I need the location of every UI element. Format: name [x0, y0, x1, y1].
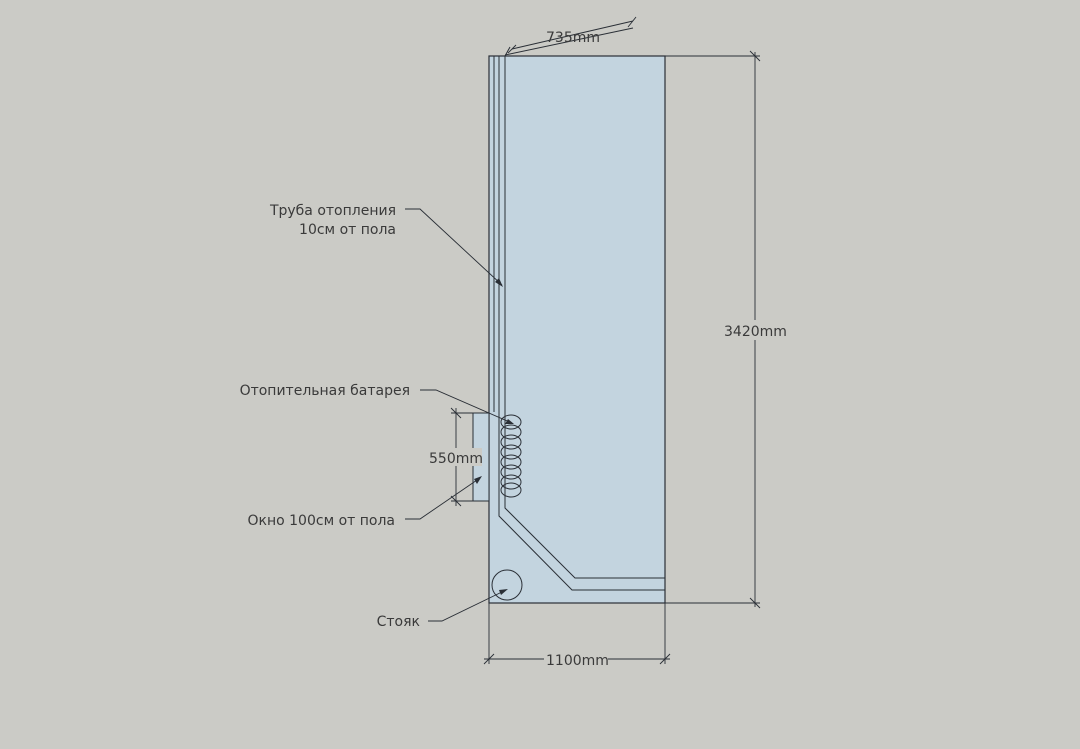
- annotation-pipe-arrow: [495, 278, 503, 287]
- dimension-depth-tick: [627, 16, 637, 28]
- dimension-width-label-bg: [544, 650, 608, 668]
- annotation-window: Окно 100см от пола: [248, 476, 482, 529]
- annotation-riser-leader: [428, 589, 507, 622]
- radiator-coil: [500, 454, 522, 470]
- annotation-window-arrow: [474, 476, 482, 484]
- annotation-window-leader: [405, 477, 481, 520]
- radiator: [500, 414, 522, 498]
- radiator-coil: [500, 414, 522, 430]
- annotation-radiator-text: Отопительная батарея: [240, 383, 410, 399]
- dimension-height-label: 3420mm: [724, 324, 787, 340]
- dimension-width-label: 1100mm: [546, 653, 609, 669]
- annotation-window-text: Окно 100см от пола: [248, 513, 396, 529]
- annotation-pipe-leader: [405, 208, 503, 286]
- radiator-coil: [500, 474, 522, 490]
- dimension-depth-line-2: [504, 27, 634, 56]
- radiator-coil: [500, 464, 522, 480]
- dimension-depth-tick: [507, 44, 517, 54]
- dimension-width-tick: [483, 653, 495, 665]
- radiator-coil: [500, 434, 522, 450]
- dimension-depth-line: [511, 20, 634, 50]
- dimension-height: 3420mm: [665, 50, 787, 609]
- radiator-coil: [500, 482, 522, 498]
- annotation-riser-arrow: [499, 589, 508, 595]
- heating-pipe-outer: [498, 56, 665, 591]
- dimension-height-tick: [749, 597, 761, 609]
- annotation-radiator: Отопительная батарея: [240, 383, 514, 424]
- annotation-radiator-leader: [420, 389, 513, 424]
- dimension-height-label-bg: [723, 320, 787, 340]
- riser-circle: [491, 569, 523, 601]
- dimension-window: 550mm: [428, 407, 483, 507]
- dimension-width-tick: [659, 653, 671, 665]
- dimension-window-tick: [450, 407, 462, 419]
- heating-pipe-inner: [504, 56, 665, 579]
- dimension-window-label: 550mm: [429, 451, 483, 467]
- dimension-width: 1100mm: [483, 603, 671, 669]
- dimension-window-label-bg: [428, 448, 482, 466]
- radiator-coil: [500, 424, 522, 440]
- dimension-height-tick: [749, 50, 761, 62]
- dimension-depth: 735mm: [504, 16, 637, 56]
- annotation-pipe-line2: 10см от пола: [299, 222, 396, 238]
- annotation-riser-text: Стояк: [377, 614, 420, 630]
- room-floor: [488, 55, 666, 604]
- radiator-coil: [500, 444, 522, 460]
- dimension-depth-label: 735mm: [546, 30, 600, 46]
- annotation-pipe-line1: Труба отопления: [269, 203, 396, 219]
- annotation-riser: Стояк: [377, 589, 508, 630]
- dimension-window-tick: [450, 495, 462, 507]
- annotation-heating-pipe: Труба отопления 10см от пола: [269, 203, 503, 287]
- annotation-radiator-arrow: [505, 419, 514, 424]
